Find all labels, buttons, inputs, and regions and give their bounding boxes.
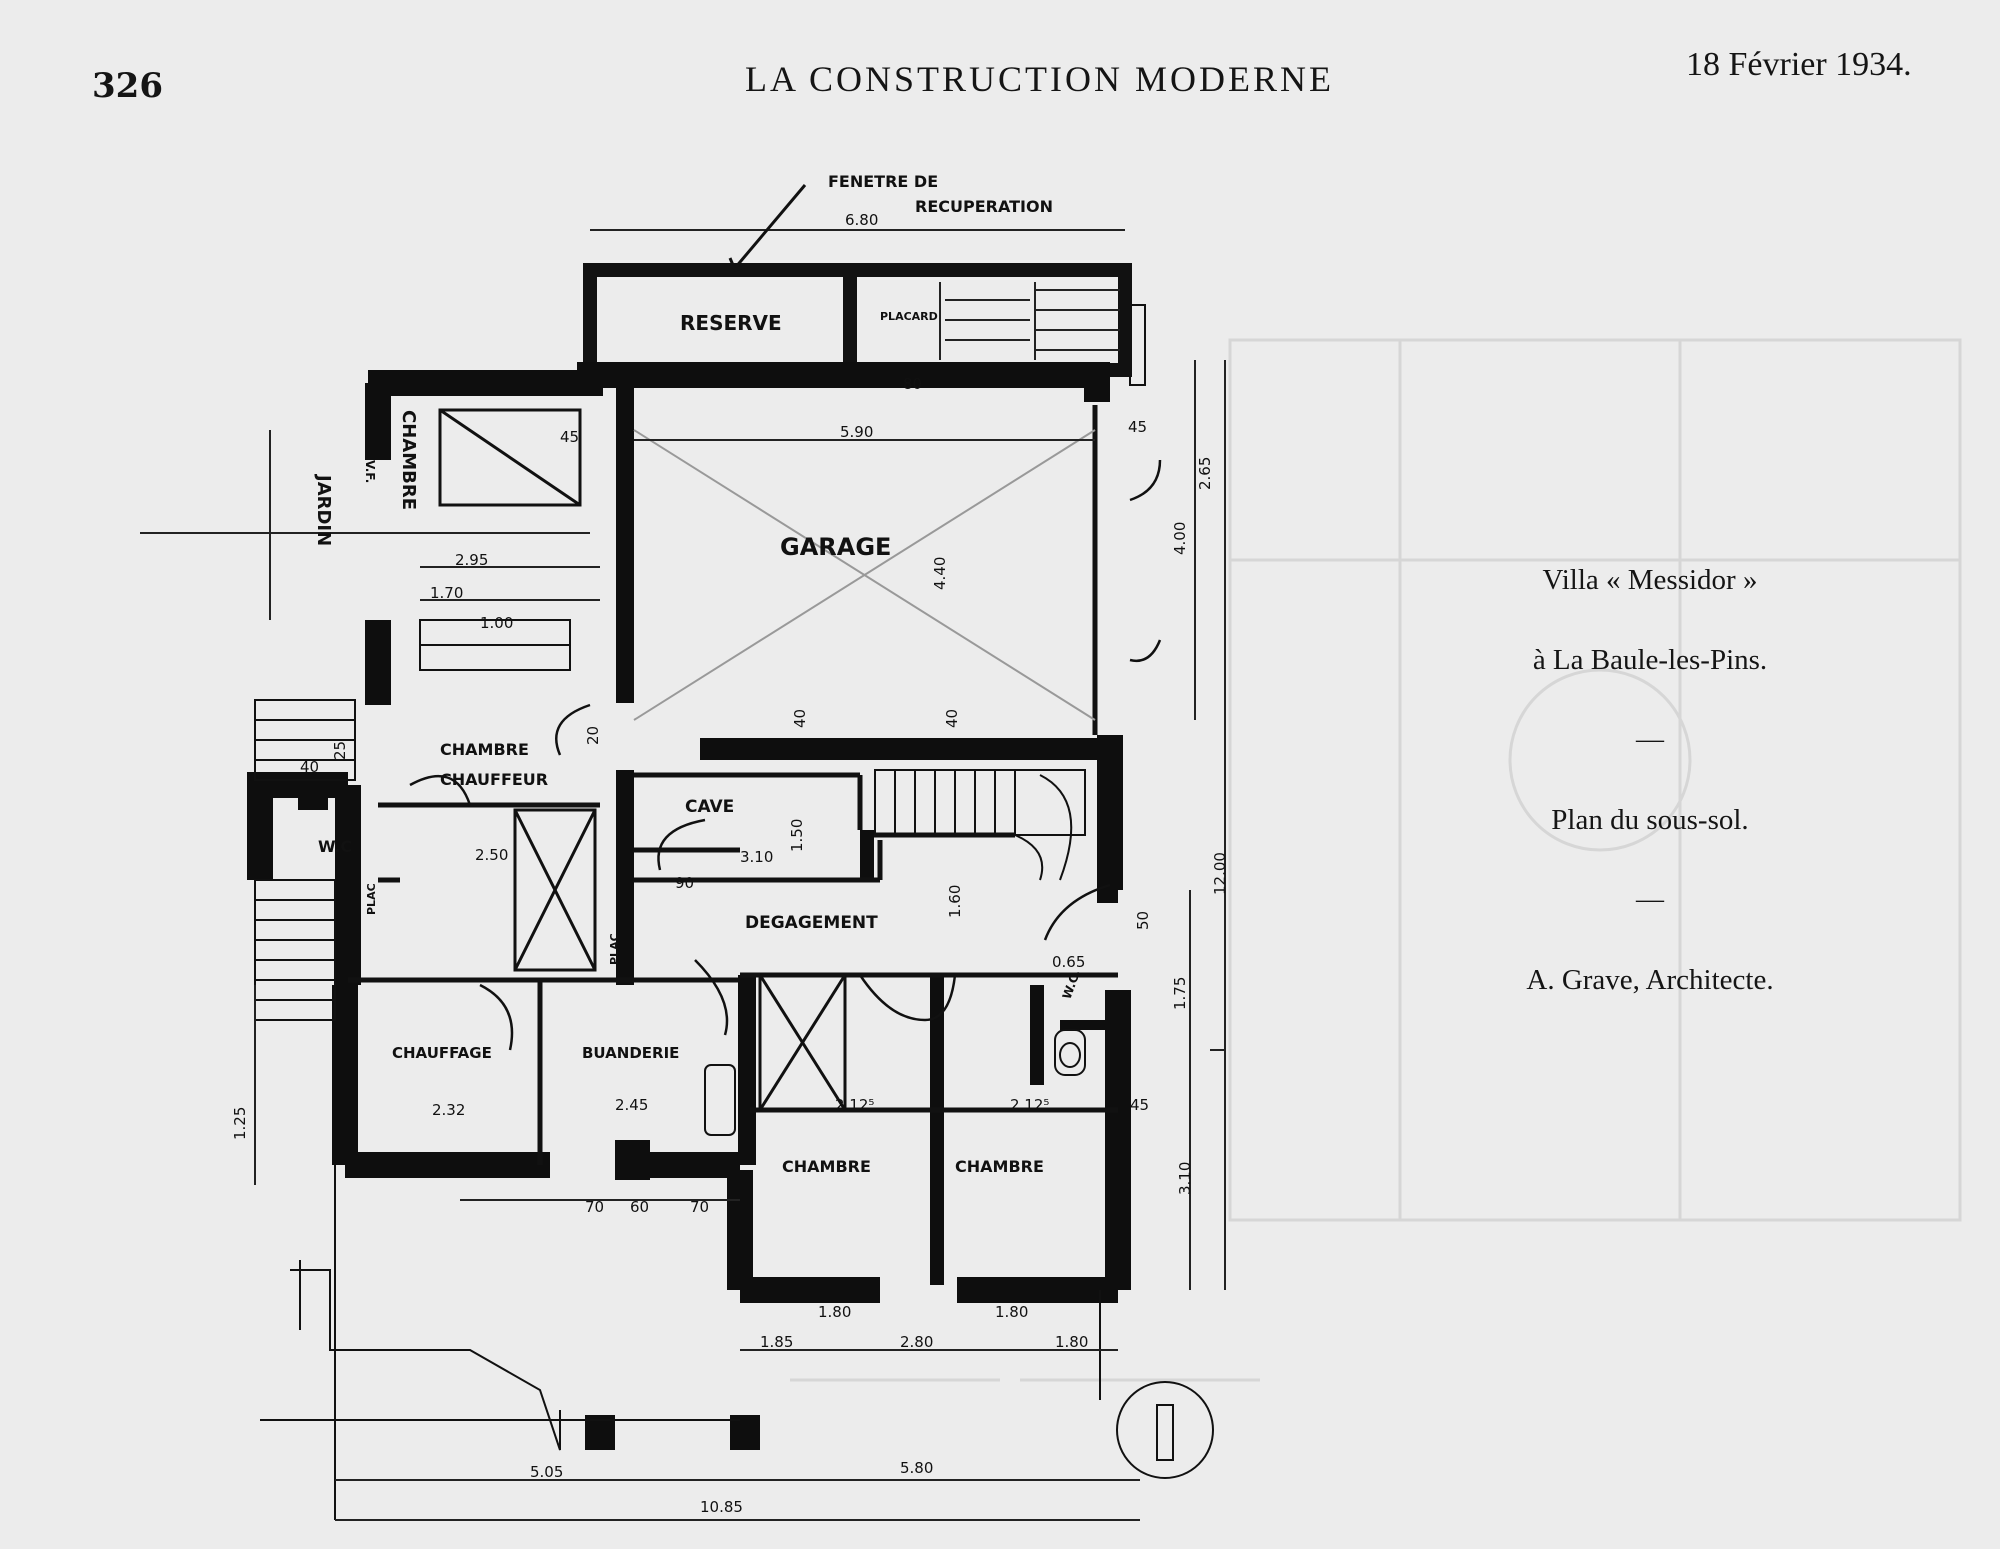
journal-title: LA CONSTRUCTION MODERNE [745, 59, 1335, 99]
dim-4-00: 4.00 [1171, 522, 1189, 555]
dim-2-80: 2.80 [900, 1333, 933, 1351]
annotation-line-1: FENETRE DE [828, 172, 938, 191]
dim-5-80: 5.80 [900, 1459, 933, 1477]
dim-1-85: 1.85 [760, 1333, 793, 1351]
dim-45-c: 45 [1130, 1096, 1149, 1114]
dim-70-b: 70 [690, 1198, 709, 1216]
plac-right-label: PLAC [608, 933, 621, 965]
chambre-chauffeur-label-2: CHAUFFEUR [440, 770, 548, 789]
caption-plan-name: Plan du sous-sol. [1551, 804, 1749, 836]
page-number: 326 [92, 66, 163, 106]
dim-2-32: 2.32 [432, 1101, 465, 1119]
inner-walls [348, 405, 1118, 1165]
room-labels: GARAGE RESERVE PLACARD CHAMBRE JARDIN V.… [313, 172, 1083, 1176]
cave-garage-wall [700, 738, 1120, 760]
buanderie-wall [738, 975, 756, 1165]
dim-2-45: 2.45 [615, 1096, 648, 1114]
degagement-label: DEGAGEMENT [745, 913, 878, 933]
chambre-top-label: CHAMBRE [398, 410, 419, 510]
dim-1-50: 1.50 [788, 819, 806, 852]
side-stair [254, 619, 571, 1021]
dim-50: 50 [1134, 911, 1152, 930]
reserve-label: RESERVE [680, 311, 782, 335]
jardin-label: JARDIN [313, 473, 334, 546]
outer-walls [247, 362, 1131, 1303]
caption-separator-1: — [1636, 724, 1664, 755]
caption-location: à La Baule-les-Pins. [1532, 644, 1768, 676]
chauffage-label: CHAUFFAGE [392, 1044, 492, 1062]
dim-1-75: 1.75 [1171, 977, 1189, 1010]
buanderie-label: BUANDERIE [582, 1044, 679, 1062]
dim-80: 80 [903, 375, 922, 393]
dim-4-40: 4.40 [931, 557, 949, 590]
dim-0-65: 0.65 [1052, 953, 1085, 971]
dim-3-10-b: 3.10 [1176, 1162, 1194, 1195]
plate-caption: Villa « Messidor » à La Baule-les-Pins. … [1400, 560, 1900, 1040]
caption-architect: A. Grave, Architecte. [1526, 964, 1774, 996]
dim-40-b: 40 [791, 709, 809, 728]
dim-1-80-b: 1.80 [995, 1303, 1028, 1321]
reserve-block [583, 263, 1132, 377]
dim-45-a: 45 [560, 428, 579, 446]
dim-1-80-a: 1.80 [818, 1303, 851, 1321]
dim-6-80: 6.80 [845, 211, 878, 229]
placard-label: PLACARD [880, 310, 938, 323]
dimension-lines [140, 229, 1226, 1521]
dim-20: 20 [584, 726, 602, 745]
bedrooms-partition [930, 975, 944, 1285]
garage-hatch [633, 429, 1096, 721]
dim-5-90: 5.90 [840, 423, 873, 441]
dim-2-12-a: 2.12⁵ [835, 1096, 874, 1114]
issue-date: 18 Février 1934. [1686, 46, 1912, 83]
chambre-left-label: CHAMBRE [782, 1157, 871, 1176]
chambre-chauffeur-label-1: CHAMBRE [440, 740, 529, 759]
dim-5-05: 5.05 [530, 1463, 563, 1481]
door-swings [409, 459, 1162, 1051]
dim-10-85: 10.85 [700, 1498, 743, 1516]
chambre-right-label: CHAMBRE [955, 1157, 1044, 1176]
dim-2-12-b: 2.12⁵ [1010, 1096, 1049, 1114]
caption-separator-2: — [1636, 884, 1664, 915]
dim-2-65: 2.65 [1196, 457, 1214, 490]
cave-label: CAVE [685, 797, 734, 817]
dim-1-25: 1.25 [231, 1107, 249, 1140]
main-stair [874, 769, 1086, 881]
plac-left-label: PLAC [365, 883, 378, 915]
dim-90: 90 [675, 874, 694, 892]
wc-wall [1030, 985, 1044, 1085]
exterior-outlines [260, 304, 1214, 1520]
chambre-garage-wall [616, 383, 634, 703]
stair-wall [860, 830, 874, 880]
dimension-labels: 6.80 5.90 4.40 2.65 4.00 12.00 2.95 1.70… [231, 211, 1229, 1516]
wc-left-label: W.C [318, 837, 352, 856]
chauffeur-cave-wall [616, 770, 634, 985]
dim-60: 60 [630, 1198, 649, 1216]
dim-40: 40 [300, 758, 319, 776]
dim-1-80-right: 1.80 [1055, 1333, 1088, 1351]
shafts [438, 408, 847, 1112]
dim-12-00: 12.00 [1211, 852, 1229, 895]
dim-2-95: 2.95 [455, 551, 488, 569]
dim-1-60: 1.60 [946, 885, 964, 918]
garage-label: GARAGE [780, 533, 891, 561]
dim-70-a: 70 [585, 1198, 604, 1216]
annotation-arrow [728, 184, 807, 272]
annotation-line-2: RECUPERATION [915, 197, 1053, 216]
dim-40-c: 40 [943, 709, 961, 728]
dim-1-00: 1.00 [480, 614, 513, 632]
wc-top-wall [1060, 1020, 1120, 1030]
bleed-through [790, 338, 1962, 1382]
dim-1-70: 1.70 [430, 584, 463, 602]
vf-label: V.F. [363, 460, 377, 483]
caption-title: Villa « Messidor » [1542, 564, 1758, 596]
dim-3-10: 3.10 [740, 848, 773, 866]
dim-2-50: 2.50 [475, 846, 508, 864]
dim-25: 25 [331, 741, 349, 760]
dim-45-b: 45 [1128, 418, 1147, 436]
